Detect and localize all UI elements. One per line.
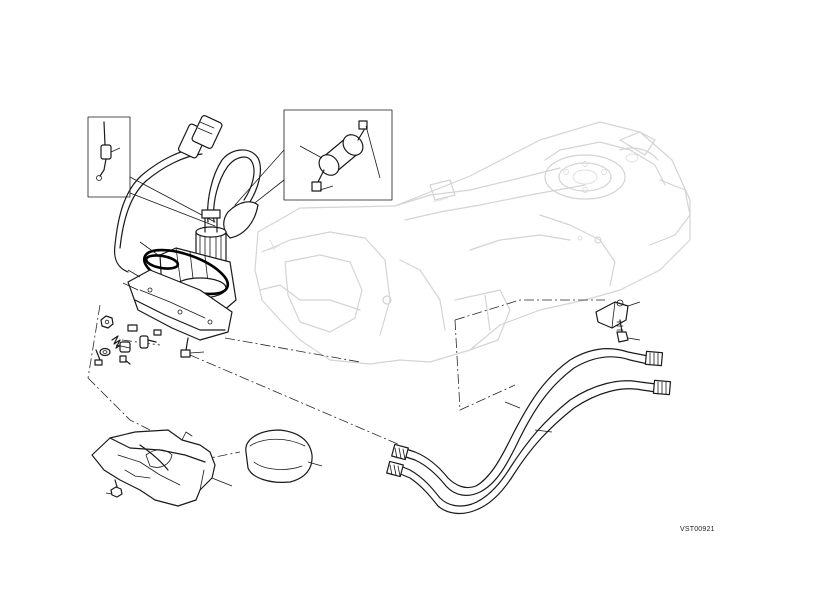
- clamp-icon: [119, 324, 162, 353]
- washer-icon: [99, 347, 111, 357]
- tank-cap-ghost: [619, 131, 656, 156]
- small-hardware: [94, 315, 162, 366]
- spring-icon: [111, 335, 123, 349]
- screw-icon: [94, 349, 131, 366]
- fuel-filter-detail-callout: [234, 109, 393, 214]
- fuel-pump-assembly: [113, 115, 261, 358]
- cover-bolt-icon: [105, 479, 123, 498]
- hose-bracket: [595, 299, 641, 329]
- fuel-filter-icon: [311, 120, 368, 192]
- hose-fitting-icon: [386, 350, 672, 478]
- bracket-bolt-icon: [616, 319, 641, 343]
- fuel-tank-ghost: [254, 121, 691, 365]
- fuel-lines: [386, 348, 672, 515]
- drawing-code: VST00921: [680, 526, 715, 533]
- foam-pad: [245, 429, 323, 483]
- fuel-pump-cover: [91, 429, 216, 507]
- cover-leader: [211, 477, 233, 487]
- nut-icon: [100, 315, 114, 329]
- connector-detail-callout: [87, 116, 216, 227]
